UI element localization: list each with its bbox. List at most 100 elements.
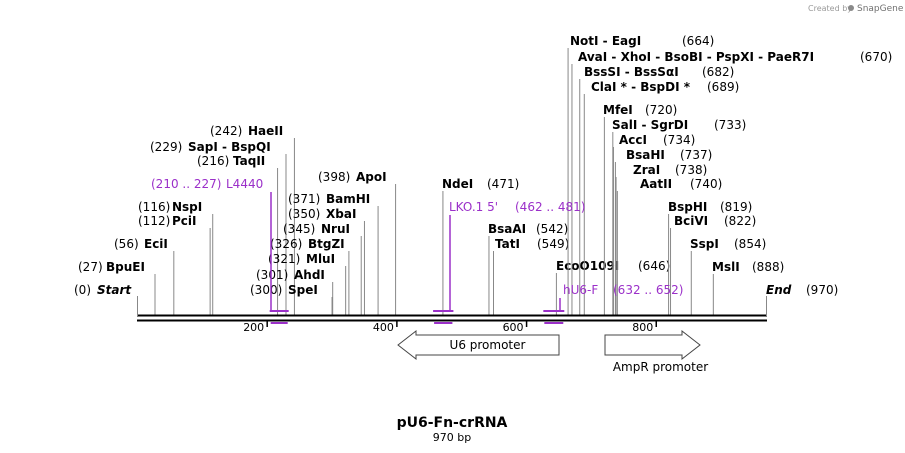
tick-400-label: 400: [373, 321, 394, 334]
primer-l4440-range: (210 .. 227): [151, 177, 221, 191]
site-btgzi[interactable]: BtgZI(326): [270, 237, 350, 315]
site-nrui[interactable]: NruI(345): [283, 222, 362, 315]
site-bpuei[interactable]: BpuEI(27): [78, 260, 156, 315]
credit-text: Created by: [808, 4, 852, 13]
site-spei[interactable]: SpeI(300): [250, 283, 333, 315]
site-bsaai-position: (542): [536, 222, 568, 236]
feature-ampr-promoter-arrow: [604, 329, 701, 361]
site-bsaai[interactable]: BsaAI (542): [488, 222, 568, 315]
site-zrai[interactable]: ZraI(738): [615, 163, 707, 315]
site-ndei[interactable]: NdeI (471): [442, 177, 519, 315]
site-pcii-name: PciI: [172, 214, 197, 228]
site-avai-position: (670): [860, 50, 892, 64]
site-btgzi-position: (326): [270, 237, 302, 251]
site-clai-name: ClaI * - BspDI *: [591, 80, 691, 94]
site-xbai[interactable]: XbaI(350): [288, 207, 365, 315]
site-sali-name: SalI - SgrDI: [612, 118, 688, 132]
site-nspi[interactable]: NspI(116): [138, 200, 214, 315]
site-clai-position: (689): [707, 80, 739, 94]
primer-hu6f-name: hU6-F: [563, 283, 598, 297]
primer-lko1[interactable]: LKO.1 5'(462 .. 481): [433, 200, 585, 312]
site-haeii-position: (242): [210, 124, 242, 138]
site-sspi[interactable]: SspI(854): [690, 237, 766, 315]
site-xbai-name: XbaI: [326, 207, 356, 221]
site-avai[interactable]: AvaI - XhoI - BsoBI - PspXI - PaeR7I(670…: [571, 50, 892, 315]
site-bcivi-position: (822): [724, 214, 756, 228]
site-bsssi-position: (682): [702, 65, 734, 79]
tick-400: 400: [373, 321, 398, 334]
site-pcii-position: (112): [138, 214, 170, 228]
tick-600: 600: [503, 321, 528, 334]
map-length: 970 bp: [433, 431, 471, 444]
backbone: [137, 314, 767, 322]
site-apoi-position: (398): [318, 170, 350, 184]
site-bsahi[interactable]: BsaHI (737): [614, 148, 712, 315]
site-bamhi[interactable]: BamHI(371): [288, 192, 379, 315]
primers: L4440(210 .. 227) LKO.1 5'(462 .. 481)hU6…: [151, 177, 683, 324]
site-ndei-name: NdeI: [442, 177, 473, 191]
end-label: End: [766, 283, 792, 297]
site-pcii[interactable]: PciI(112): [138, 214, 211, 315]
site-tati-name: TatI: [495, 237, 520, 251]
site-ahdi[interactable]: AhdI(301): [256, 268, 334, 315]
tick-800-label: 800: [632, 321, 653, 334]
scale-ticks: 200 400 600 800: [243, 321, 658, 334]
site-aatii-name: AatII: [640, 177, 672, 191]
feature-ampr-promoter-label: AmpR promoter: [613, 360, 708, 374]
site-bcivi[interactable]: BciVI(822): [670, 214, 757, 315]
site-bsahi-name: BsaHI: [626, 148, 665, 162]
site-apoi[interactable]: ApoI(398): [318, 170, 397, 315]
restriction-sites: BpuEI(27)EciI(56)PciI(112)NspI(116)TaqII…: [78, 34, 892, 315]
site-haeii-name: HaeII: [248, 124, 283, 138]
site-sapi[interactable]: SapI - BspQI(229): [150, 140, 287, 315]
site-sspi-position: (854): [734, 237, 766, 251]
site-bsphi-name: BspHI: [668, 200, 707, 214]
site-haeii[interactable]: HaeII (242): [210, 124, 295, 315]
primer-hu6f-range: (632 .. 652): [613, 283, 683, 297]
site-nrui-name: NruI: [321, 222, 350, 236]
site-taqii-name: TaqII: [233, 154, 265, 168]
site-ndei-position: (471): [487, 177, 519, 191]
feature-u6-promoter-arrow: [397, 329, 560, 361]
primer-hu6f[interactable]: hU6-F (632 .. 652): [543, 283, 683, 312]
site-mfei[interactable]: MfeI (720): [603, 103, 677, 315]
feature-u6-promoter[interactable]: U6 promoter: [397, 329, 560, 361]
tick-200-label: 200: [243, 321, 264, 334]
site-mfei-name: MfeI: [603, 103, 633, 117]
site-msli[interactable]: MslI(888): [712, 260, 784, 315]
site-ecii-name: EciI: [144, 237, 168, 251]
end-marker: End (970): [766, 283, 838, 316]
site-aatii-position: (740): [690, 177, 722, 191]
site-bsssi-name: BssSI - BssSαI: [584, 65, 679, 79]
site-taqii[interactable]: TaqII(216): [197, 154, 279, 315]
site-zrai-position: (738): [675, 163, 707, 177]
site-bsssi[interactable]: BssSI - BssSαI (682): [579, 65, 735, 315]
site-sali-position: (733): [714, 118, 746, 132]
primer-l4440[interactable]: L4440(210 .. 227): [151, 177, 289, 312]
site-ecii[interactable]: EciI(56): [114, 237, 175, 315]
feature-ampr-promoter[interactable]: AmpR promoter: [604, 329, 708, 374]
site-noti[interactable]: NotI - EagI(664): [567, 34, 714, 315]
site-sapi-position: (229): [150, 140, 182, 154]
site-tati[interactable]: TatI (549): [493, 237, 570, 315]
site-bsaai-name: BsaAI: [488, 222, 526, 236]
site-clai[interactable]: ClaI * - BspDI * (689): [583, 80, 739, 315]
site-bsphi[interactable]: BspHI(819): [668, 200, 752, 315]
tick-800: 800: [632, 321, 658, 334]
site-acci[interactable]: AccI (734): [612, 133, 695, 315]
site-acci-position: (734): [663, 133, 695, 147]
site-nspi-name: NspI: [172, 200, 202, 214]
site-ahdi-position: (301): [256, 268, 288, 282]
site-noti-name: NotI - EagI: [570, 34, 641, 48]
site-bsahi-position: (737): [680, 148, 712, 162]
site-mfei-position: (720): [645, 103, 677, 117]
site-mlui[interactable]: MluI(321): [268, 252, 347, 315]
site-mlui-position: (321): [268, 252, 300, 266]
site-msli-position: (888): [752, 260, 784, 274]
site-sali[interactable]: SalI - SgrDI (733): [612, 118, 746, 315]
site-tati-position: (549): [537, 237, 569, 251]
site-acci-name: AccI: [619, 133, 647, 147]
start-label: Start: [97, 283, 132, 297]
site-aatii[interactable]: AatII (740): [616, 177, 722, 315]
